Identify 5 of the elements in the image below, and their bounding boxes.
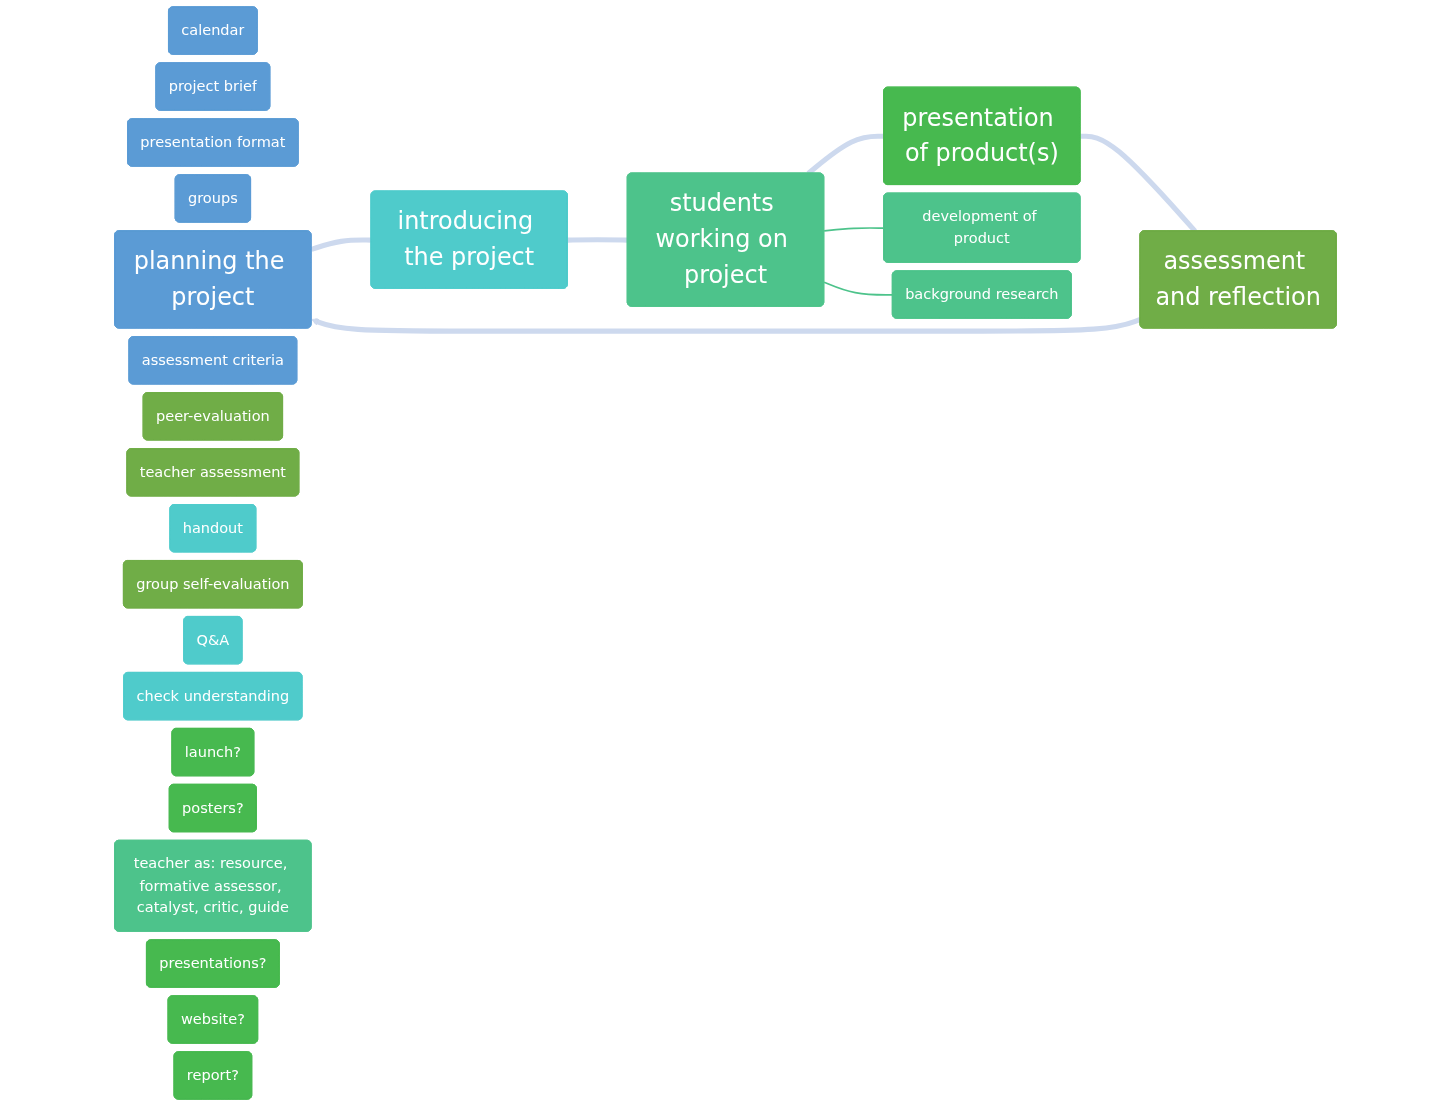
connector bbox=[310, 237, 372, 252]
connector bbox=[567, 237, 628, 243]
connector bbox=[823, 281, 894, 296]
connector bbox=[823, 227, 885, 232]
arrow bbox=[311, 317, 1142, 334]
